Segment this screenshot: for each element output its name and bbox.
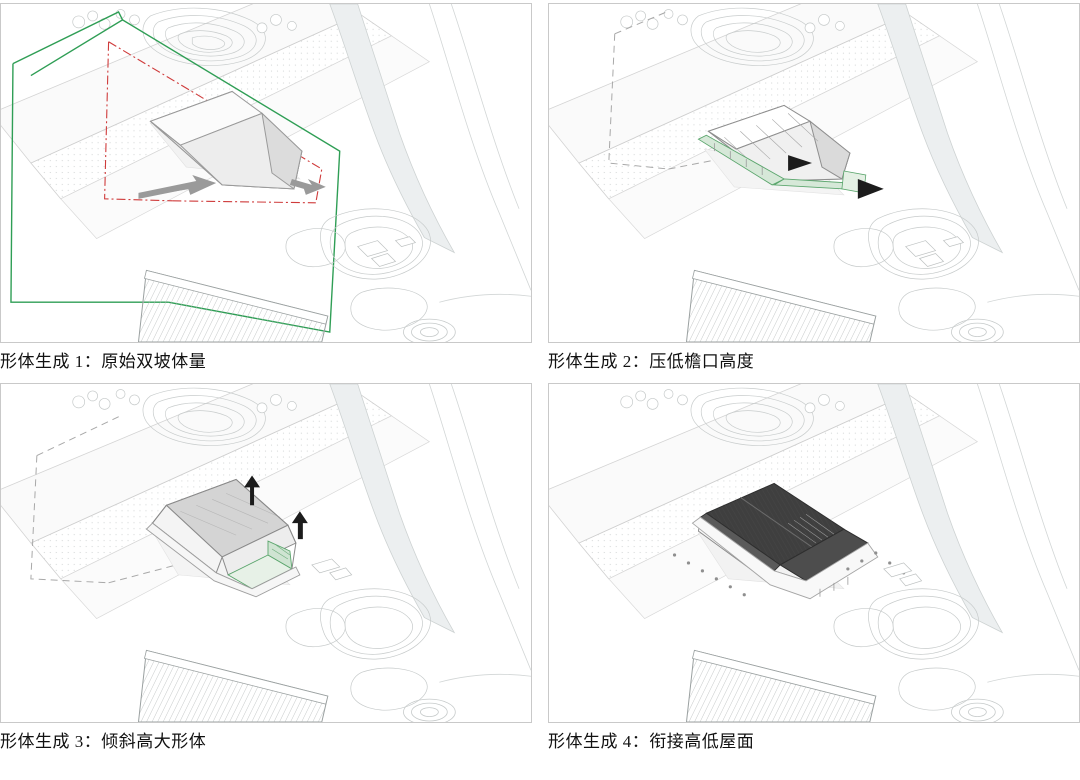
panel-2-caption: 形体生成 2：压低檐口高度 [548,352,755,371]
panel-grid: 形体生成 1：原始双坡体量 [0,3,1080,751]
panel-cell-2: 形体生成 2：压低檐口高度 [548,3,1080,371]
diagram-panel-2 [548,3,1080,343]
diagram-panel-3 [0,383,532,723]
panel-cell-3: 形体生成 3：倾斜高大形体 [0,383,532,751]
panel-1-caption: 形体生成 1：原始双坡体量 [0,352,207,371]
panel-cell-4: 形体生成 4：衔接高低屋面 [548,383,1080,751]
panel-1-illustration [1,4,531,342]
panel-2-illustration [549,4,1079,342]
panel-4-caption: 形体生成 4：衔接高低屋面 [548,732,755,751]
diagram-panel-4 [548,383,1080,723]
panel-3-caption: 形体生成 3：倾斜高大形体 [0,732,207,751]
diagram-panel-1 [0,3,532,343]
panel-4-illustration [549,384,1079,722]
panel-3-illustration [1,384,531,722]
panel-cell-1: 形体生成 1：原始双坡体量 [0,3,532,371]
